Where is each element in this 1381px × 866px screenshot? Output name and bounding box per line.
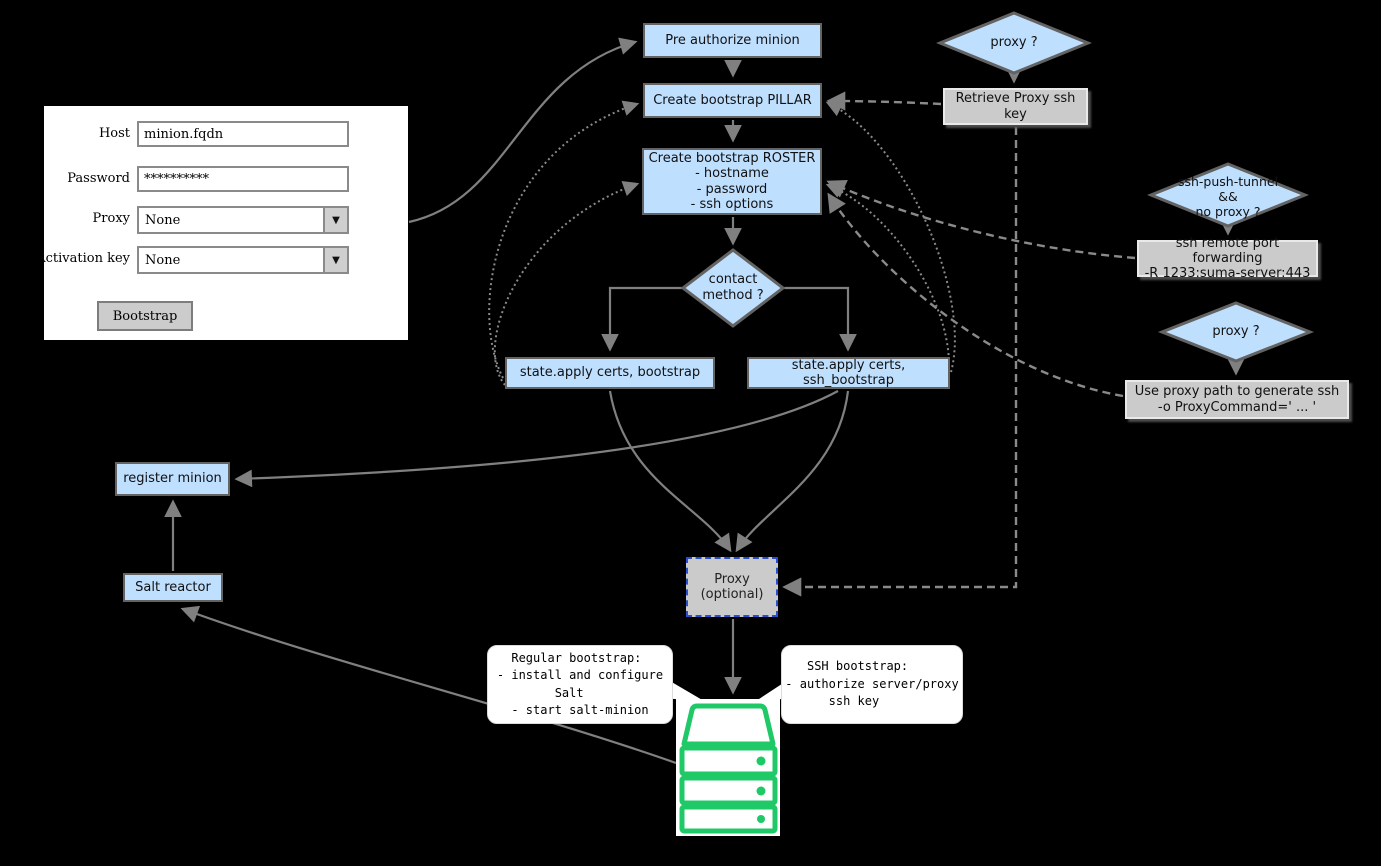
server-bay-1 [679,745,778,777]
edge-contact-to-apply-ssh [783,286,857,352]
ssh-bootstrap-callout: SSH bootstrap: - authorize server/proxy … [781,645,963,724]
server-bay-2 [679,775,778,806]
proxy-question-mid-diamond [1157,301,1315,363]
node-ssh-remote-port-forwarding: ssh remote port forwarding -R 1233:suma-… [1137,236,1318,281]
proxy-label: Proxy [92,211,130,226]
server-icon-backdrop [676,699,780,836]
edge-apply-ssh-to-register [234,390,839,488]
edge-apply-bootstrap-reads-roster [493,180,640,386]
bootstrap-form: Host Password Proxy None ▼ Activation ke… [36,106,408,340]
contact-method-label: contact method ? [702,272,764,303]
host-input[interactable] [137,121,349,147]
proxy-select[interactable]: None ▼ [137,206,349,234]
ssh-push-tunnel-diamond [1146,162,1310,228]
server-led-1 [756,756,766,766]
dropdown-arrow-icon[interactable]: ▼ [323,248,347,272]
edge-contact-to-apply-bootstrap [601,286,683,352]
server-icon [676,699,780,836]
node-create-bootstrap-pillar: Create bootstrap PILLAR [643,83,822,118]
proxy-question-top-diamond [936,11,1092,75]
edge-retrieve-to-pillar [826,91,942,111]
activation-key-select-value: None [145,252,181,268]
activation-key-select[interactable]: None ▼ [137,246,349,274]
node-proxy-optional: Proxy (optional) [686,557,778,617]
password-label: Password [67,171,130,186]
server-led-2 [756,786,766,796]
node-pre-authorize-minion: Pre authorize minion [643,23,822,58]
edge-apply-ssh-reads-pillar [825,101,956,373]
proxy-select-value: None [145,212,181,228]
node-register-minion: register minion [115,462,230,496]
edge-form-to-preauthorize [408,37,638,224]
node-salt-reactor: Salt reactor [123,573,223,602]
edge-apply-bootstrap-reads-pillar [488,100,640,379]
password-input[interactable] [137,166,349,192]
edge-apply-bootstrap-to-proxy [608,390,732,553]
activation-key-label: Activation key [36,251,130,266]
bootstrap-button[interactable]: Bootstrap [97,301,193,331]
contact-method-diamond [680,248,786,328]
server-led-3 [757,815,765,823]
node-state-apply-ssh-bootstrap: state.apply certs, ssh_bootstrap [747,357,950,389]
server-top-shell [681,703,776,747]
node-create-bootstrap-roster: Create bootstrap ROSTER - hostname - pas… [642,148,822,215]
host-label: Host [98,126,130,141]
proxy-question-mid-label: proxy ? [1212,324,1260,340]
node-retrieve-proxy-ssh-key: Retrieve Proxy ssh key [943,88,1088,125]
edge-apply-ssh-reads-roster [825,182,951,381]
proxy-question-top-label: proxy ? [990,35,1038,51]
dropdown-arrow-icon[interactable]: ▼ [323,208,347,232]
server-bay-3 [679,804,778,834]
edge-apply-ssh-to-proxy [735,390,850,553]
edge-portforwarding-to-roster [826,180,1136,260]
edge-server-to-reactor [180,605,677,765]
edge-retrieve-to-proxy [782,127,1018,597]
node-state-apply-bootstrap: state.apply certs, bootstrap [505,357,715,389]
ssh-push-tunnel-label: ssh-push-tunnel && no proxy ? [1177,173,1279,219]
regular-bootstrap-callout: Regular bootstrap: - install and configu… [487,645,673,724]
node-use-proxy-path: Use proxy path to generate ssh -o ProxyC… [1125,380,1349,419]
